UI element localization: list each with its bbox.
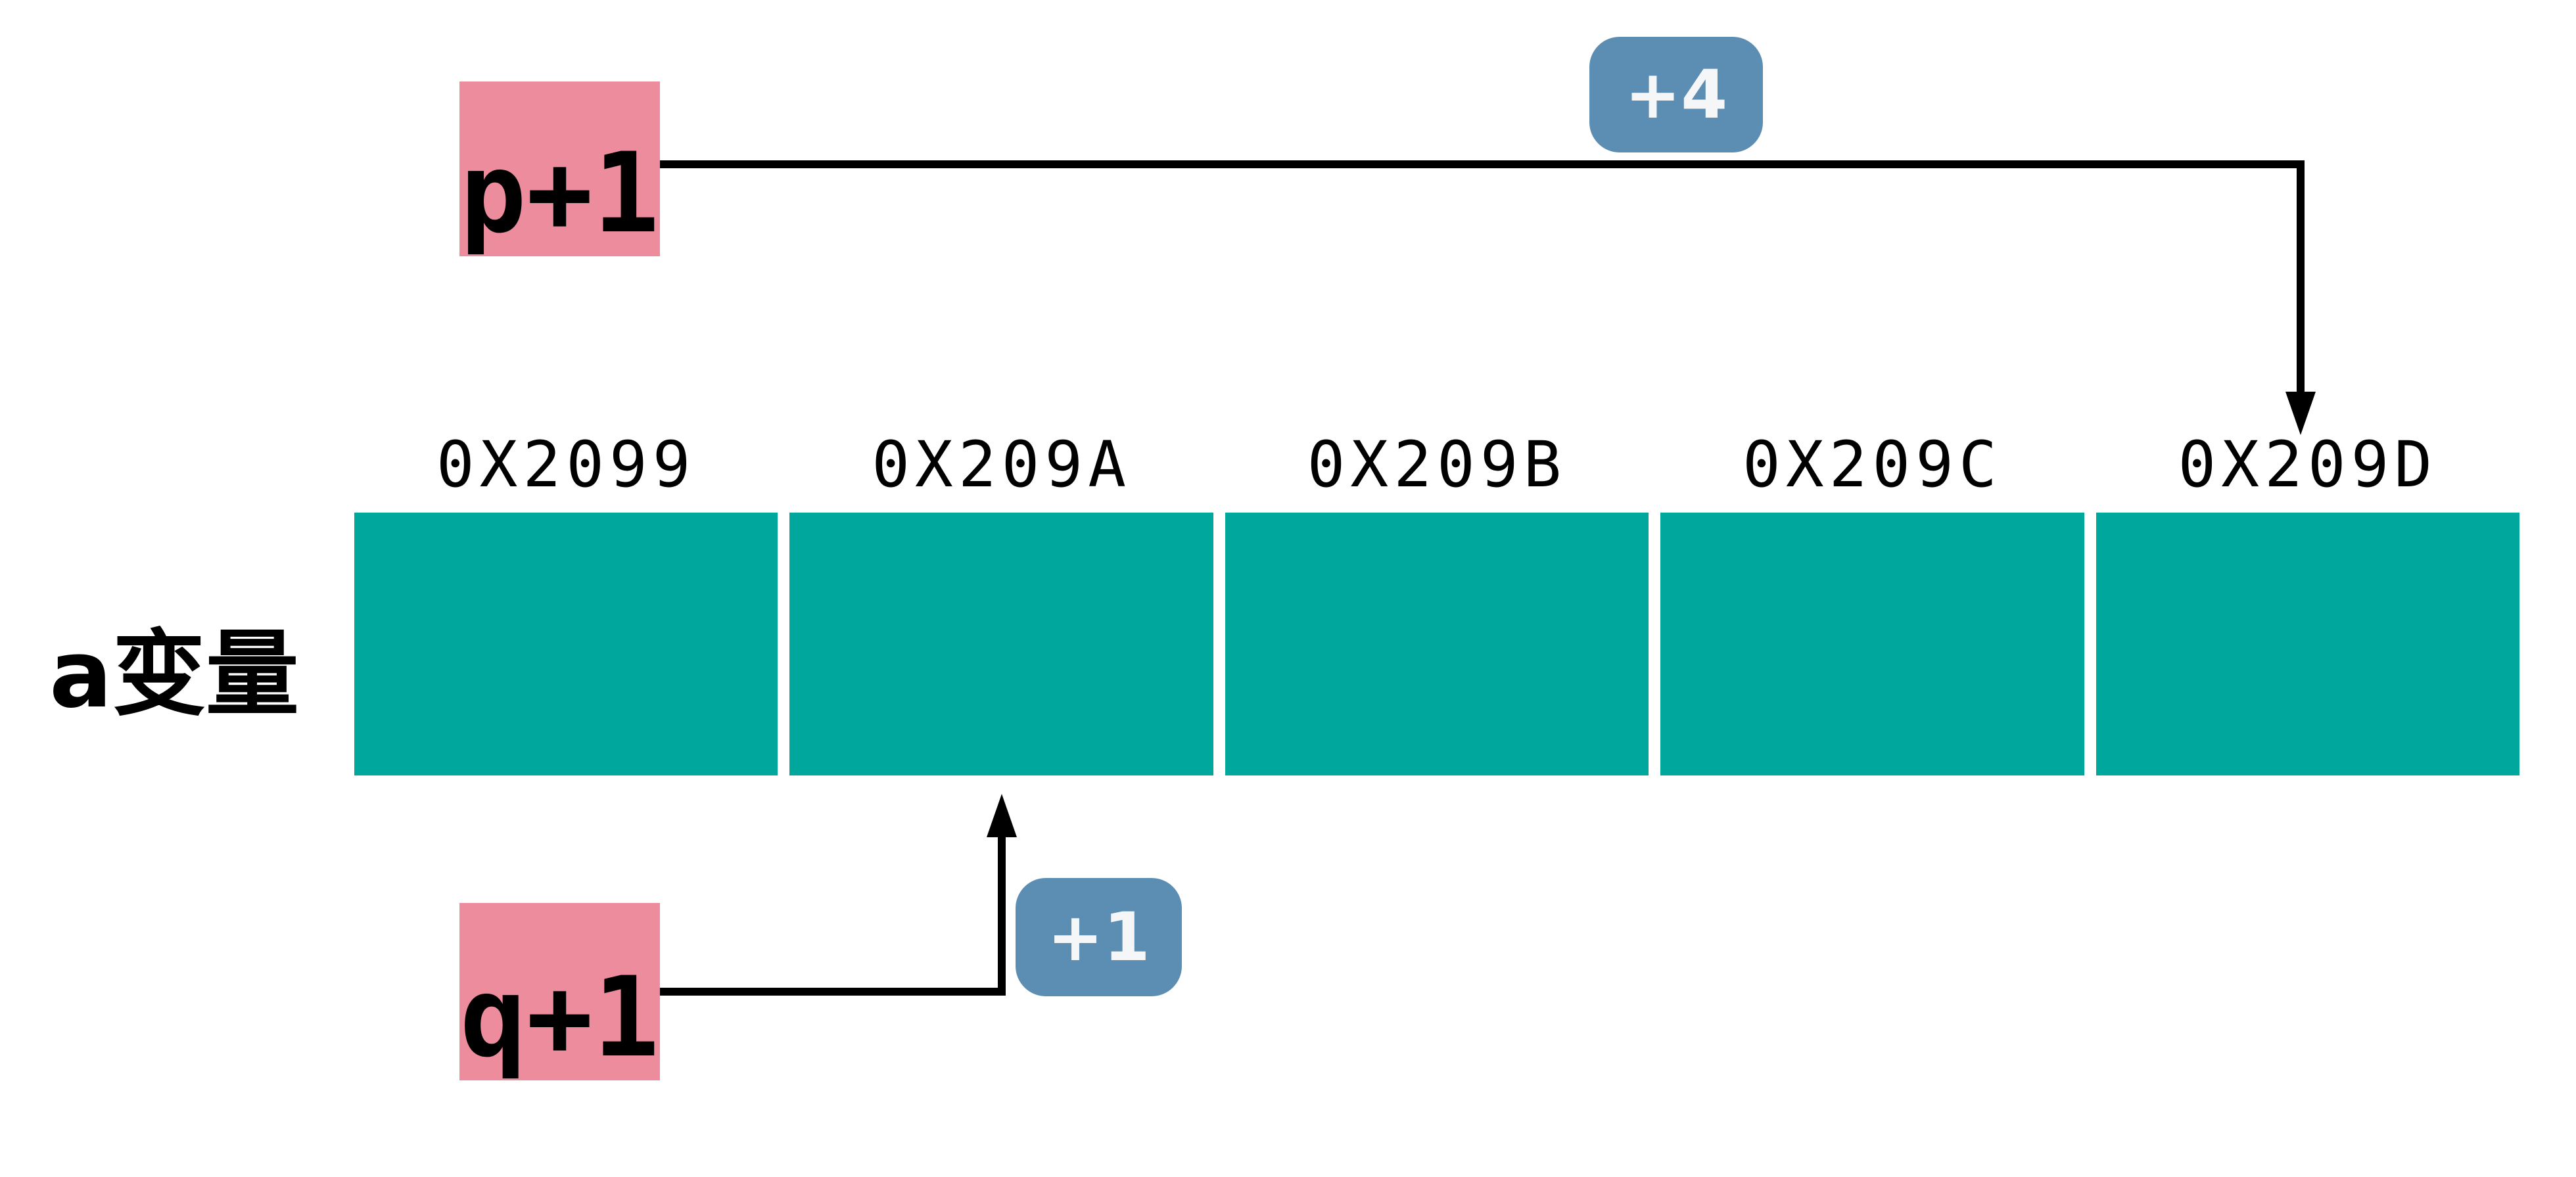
pointer-q-connector — [660, 831, 1006, 996]
memory-cell — [2096, 513, 2520, 775]
memory-cell — [789, 513, 1213, 775]
offset-badge-plus-1: +1 — [1016, 878, 1182, 996]
pointer-box-p-plus-1: p+1 — [459, 81, 660, 256]
memory-cell — [1225, 513, 1649, 775]
address-label-0x209a: 0X209A — [872, 428, 1131, 501]
address-label-0x2099: 0X2099 — [436, 428, 696, 501]
pointer-p-label: p+1 — [459, 128, 660, 258]
address-label-0x209d: 0X209D — [2178, 428, 2438, 501]
pointer-q-label: q+1 — [459, 952, 660, 1082]
address-row: 0X2099 0X209A 0X209B 0X209C 0X209D — [354, 428, 2519, 501]
address-label-0x209b: 0X209B — [1307, 428, 1567, 501]
offset-badge-plus-4: +4 — [1589, 37, 1763, 152]
arrowhead-down-icon — [2285, 392, 2316, 435]
pointer-box-q-plus-1: q+1 — [459, 903, 660, 1080]
memory-array — [354, 513, 2520, 775]
memory-cell — [1660, 513, 2084, 775]
arrowhead-up-icon — [987, 794, 1017, 837]
memory-cell — [354, 513, 778, 775]
address-label-0x209c: 0X209C — [1743, 428, 2002, 501]
array-variable-label: a变量 — [49, 620, 299, 729]
pointer-p-connector — [660, 160, 2305, 398]
